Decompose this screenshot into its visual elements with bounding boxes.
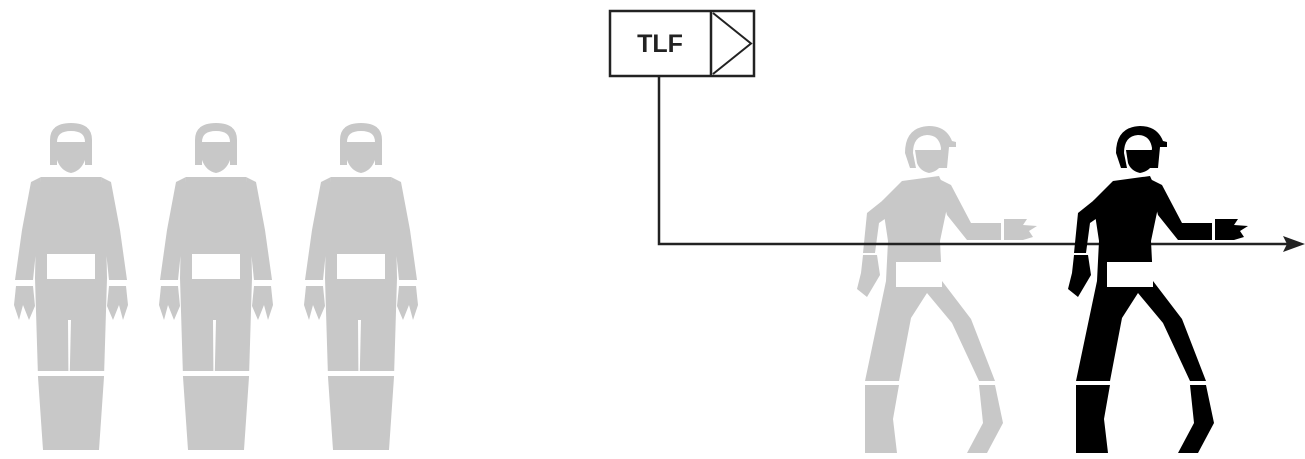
arrow-head — [1283, 236, 1305, 252]
walking-firefighter-active — [1068, 126, 1248, 453]
standing-firefighter-2 — [159, 123, 273, 450]
standing-firefighter-1 — [14, 123, 128, 450]
vehicle-direction-icon — [712, 12, 753, 75]
vehicle-label: TLF — [637, 30, 683, 58]
connection-line — [657, 76, 1290, 246]
vehicle-box-frame — [608, 9, 756, 78]
standing-firefighter-3 — [304, 123, 418, 450]
walking-firefighter-inactive — [857, 126, 1037, 453]
vehicle-box: TLF — [608, 9, 756, 78]
